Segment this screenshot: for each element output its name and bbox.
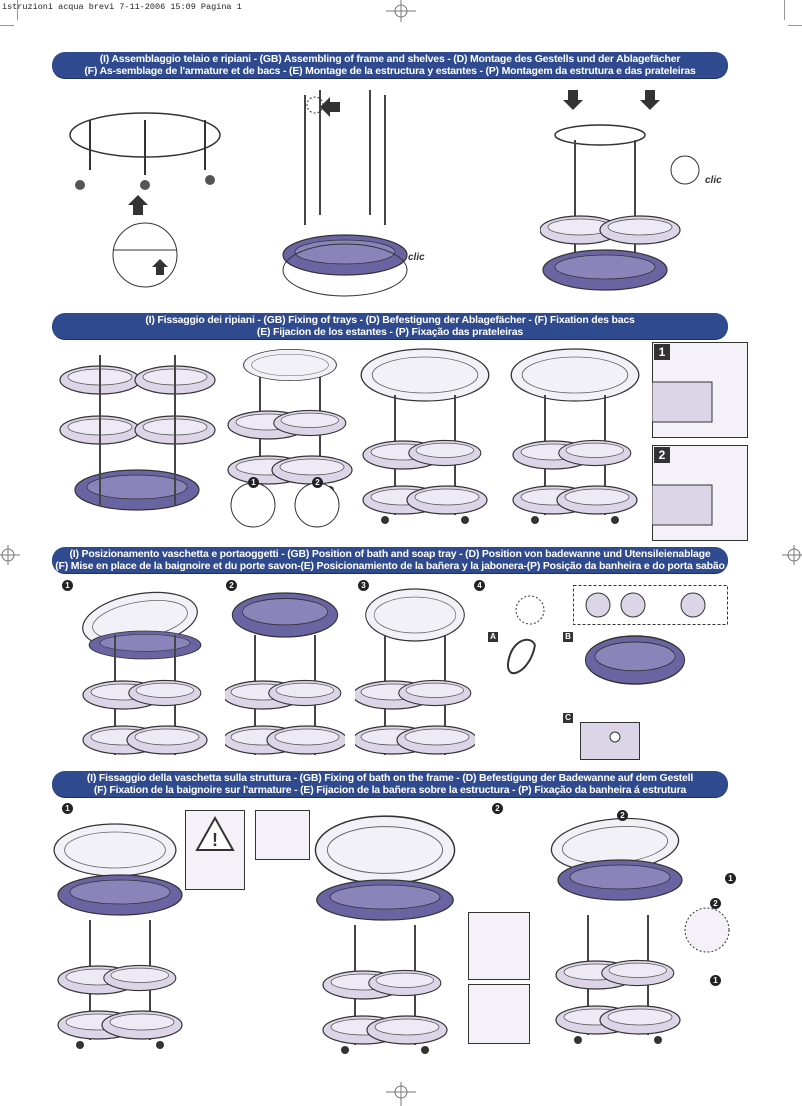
- tray-unit-illustration: [225, 348, 355, 528]
- header-line: (E) Fijacion de los estantes - (P) Fixaç…: [256, 326, 524, 338]
- step-number: 2: [226, 580, 237, 591]
- registration-mark: [386, 0, 416, 22]
- bath-position-step-2: [225, 592, 345, 755]
- step-number: 2: [492, 803, 503, 814]
- step-number: 1: [62, 580, 73, 591]
- magnifier-callout: [684, 907, 730, 953]
- header-line: (I) Posizionamento vaschetta e portaogge…: [69, 548, 711, 560]
- step-number: 1: [725, 873, 736, 884]
- crop-mark: [788, 25, 802, 26]
- header-line: (I) Assemblaggio telaio e ripiani - (GB)…: [99, 53, 681, 65]
- step-number: 4: [474, 580, 485, 591]
- step-number: 1: [62, 803, 73, 814]
- registration-mark: [0, 545, 20, 565]
- header-line: (F) Mise en place de la baignoire et du …: [55, 560, 725, 572]
- drain-plug-detail: [580, 722, 640, 760]
- panel-label: 2: [654, 447, 670, 463]
- step-number: 1: [710, 975, 721, 986]
- frame-poles-illustration: [282, 90, 408, 297]
- registration-mark: [782, 545, 802, 565]
- detail-panel-lock: [468, 984, 530, 1044]
- section-header-fixing-trays: (I) Fissaggio dei ripiani - (GB) Fixing …: [52, 313, 728, 339]
- frame-base-illustration: [69, 112, 221, 288]
- bath-position-step-1: [80, 585, 210, 755]
- bath-drain-illustration: [584, 635, 685, 685]
- step-number: 2: [617, 810, 628, 821]
- panel-label: 1: [654, 344, 670, 360]
- bath-fixing-step-1: [53, 823, 190, 1065]
- header-line: (I) Fissaggio dei ripiani - (GB) Fixing …: [145, 314, 635, 326]
- crop-mark: [0, 25, 14, 26]
- step-label: C: [563, 713, 573, 723]
- section-header-bath-position: (I) Posizionamento vaschetta e portaogge…: [52, 547, 728, 573]
- step-label: A: [488, 632, 498, 642]
- header-line: (I) Fissaggio della vaschetta sulla stru…: [86, 772, 694, 784]
- clic-callout: clic: [408, 252, 425, 263]
- detail-strip: [573, 585, 728, 625]
- trays-fixing-illustration: [59, 355, 216, 511]
- step-number: 3: [358, 580, 369, 591]
- tray-insertion-illustration-1: [360, 348, 490, 535]
- tray-insertion-illustration-2: [510, 348, 640, 535]
- bath-position-step-3: [355, 588, 475, 755]
- registration-mark: [386, 1082, 416, 1106]
- crop-mark: [17, 0, 18, 20]
- clic-callout: clic: [705, 175, 722, 186]
- svg-text:!: !: [212, 830, 218, 850]
- section-header-fixing-bath: (I) Fissaggio della vaschetta sulla stru…: [52, 771, 728, 797]
- frame-assembled-illustration: [540, 90, 700, 291]
- warning-panel: !: [185, 810, 245, 890]
- step-number: 2: [312, 477, 323, 488]
- drain-hose-illustration: [507, 595, 545, 675]
- print-slug: istruzioni acqua brevi 7-11-2006 15:09 P…: [2, 2, 242, 12]
- step-number: 1: [248, 477, 259, 488]
- step-label: B: [563, 632, 573, 642]
- crop-mark: [784, 0, 785, 20]
- header-line: (F) As-semblage de l'armature et de bacs…: [84, 65, 696, 77]
- warning-icon: [195, 815, 235, 851]
- bath-fixing-frame-illustration: [314, 815, 456, 1065]
- bath-fixing-step-2: [548, 812, 683, 1065]
- step-number: 2: [710, 898, 721, 909]
- latch-detail: [255, 810, 310, 860]
- section-header-frame-assembly: (I) Assemblaggio telaio e ripiani - (GB)…: [52, 52, 728, 78]
- detail-panel-clip: [468, 912, 530, 980]
- header-line: (F) Fixation de la baignoire sur l'armat…: [93, 784, 687, 796]
